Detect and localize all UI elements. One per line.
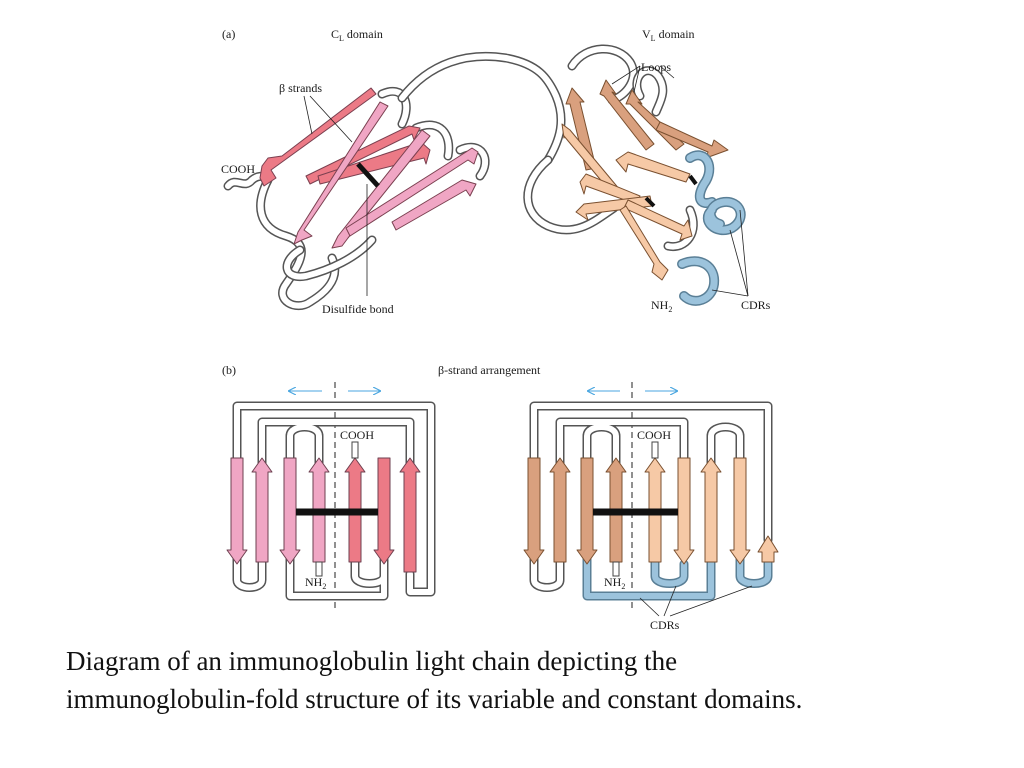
vl-disulfide-bond xyxy=(688,174,698,186)
constant-topology: COOH NH2 xyxy=(226,382,436,612)
cdrs-label: CDRs xyxy=(741,298,771,312)
variable-strand xyxy=(673,457,695,565)
left-nh2-label: NH2 xyxy=(305,575,326,591)
variable-strand xyxy=(757,535,779,563)
constant-strand xyxy=(251,457,273,563)
vl-disulfide-bond xyxy=(644,196,656,208)
panel-a-tag: (a) xyxy=(222,27,235,41)
constant-strand xyxy=(279,457,301,565)
vl-strand xyxy=(615,151,691,183)
beta-strands-label: β strands xyxy=(279,81,322,95)
leader-lines xyxy=(303,65,749,297)
nh2-stub xyxy=(612,561,620,577)
cl-beta-strands xyxy=(259,87,479,249)
interdomain-linker xyxy=(397,51,566,165)
panel-a: (a) CL domain VL domain xyxy=(221,27,771,316)
immunoglobulin-figure: (a) CL domain VL domain xyxy=(221,27,779,632)
variable-strand xyxy=(576,457,598,565)
cl-strand xyxy=(391,179,477,231)
panel-b: (b) β-strand arrangement xyxy=(222,363,779,632)
constant-strand xyxy=(399,457,421,573)
constant-strand xyxy=(373,457,395,565)
loops-label: Loops xyxy=(641,60,671,74)
cooh-stub xyxy=(651,441,659,459)
panel-b-tag: (b) xyxy=(222,363,236,377)
left-cooh-label: COOH xyxy=(340,428,374,442)
variable-strand xyxy=(729,457,751,565)
variable-strand xyxy=(523,457,545,565)
vl-domain-label: VL domain xyxy=(642,27,695,43)
cl-strand xyxy=(345,147,479,237)
cl-domain-label: CL domain xyxy=(331,27,383,43)
variable-strand xyxy=(700,457,722,563)
cdr-leader-lines xyxy=(639,585,753,617)
cl-disulfide-bond xyxy=(356,162,380,188)
caption-line-2: immunoglobulin-fold structure of its var… xyxy=(66,684,803,714)
constant-strand xyxy=(226,457,248,565)
vl-strand xyxy=(599,79,655,151)
right-cdrs-label: CDRs xyxy=(650,618,680,632)
cooh-label: COOH xyxy=(221,162,255,176)
variable-strand xyxy=(549,457,571,563)
panel-b-title: β-strand arrangement xyxy=(438,363,541,377)
vl-strand xyxy=(623,199,693,241)
nh2-label: NH2 xyxy=(651,298,672,314)
right-cooh-label: COOH xyxy=(637,428,671,442)
variable-topology: COOH NH2 CDRs xyxy=(523,382,779,632)
cl-strand xyxy=(293,101,389,245)
nh2-stub xyxy=(315,561,323,577)
cl-strand xyxy=(259,87,377,187)
figure-caption: Diagram of an immunoglobulin light chain… xyxy=(66,642,1006,718)
disulfide-bond-label: Disulfide bond xyxy=(322,302,394,316)
cl-strand xyxy=(331,129,431,249)
cooh-stub xyxy=(351,441,359,459)
right-nh2-label: NH2 xyxy=(604,575,625,591)
caption-line-1: Diagram of an immunoglobulin light chain… xyxy=(66,646,678,676)
vl-backbone-loops xyxy=(523,44,698,252)
vl-strand xyxy=(619,205,669,281)
vl-beta-strands xyxy=(561,79,729,281)
cdr-loops xyxy=(677,150,746,306)
